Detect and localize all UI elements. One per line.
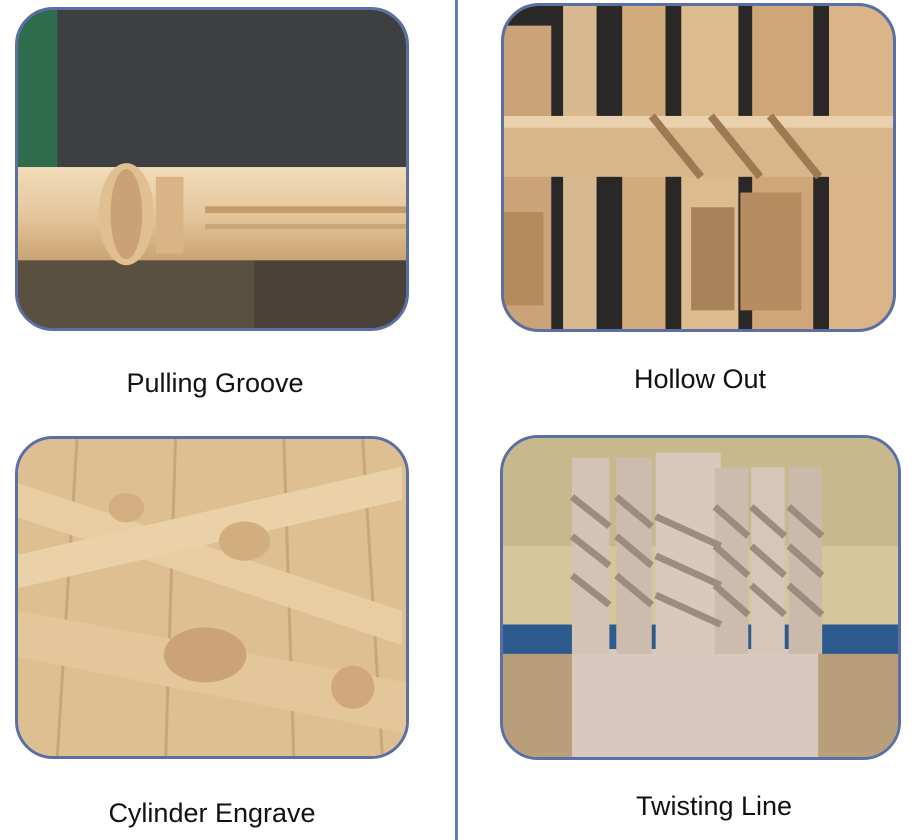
turned-wood-leg-picture bbox=[18, 10, 406, 328]
hollow-out-caption: Hollow Out bbox=[633, 364, 767, 394]
pulling-groove-caption: Pulling Groove bbox=[126, 368, 304, 398]
hollow-out-image bbox=[501, 3, 896, 332]
twisting-line-caption: Twisting Line bbox=[635, 791, 793, 821]
vertical-divider bbox=[455, 0, 458, 840]
hollowed-columns-picture bbox=[504, 6, 893, 329]
carved-balusters-picture bbox=[18, 439, 406, 756]
twisting-line-image bbox=[500, 435, 901, 760]
pulling-groove-image bbox=[15, 7, 409, 331]
cylinder-engrave-image bbox=[15, 436, 409, 759]
twisted-posts-picture bbox=[503, 438, 898, 757]
cylinder-engrave-caption: Cylinder Engrave bbox=[108, 798, 316, 828]
